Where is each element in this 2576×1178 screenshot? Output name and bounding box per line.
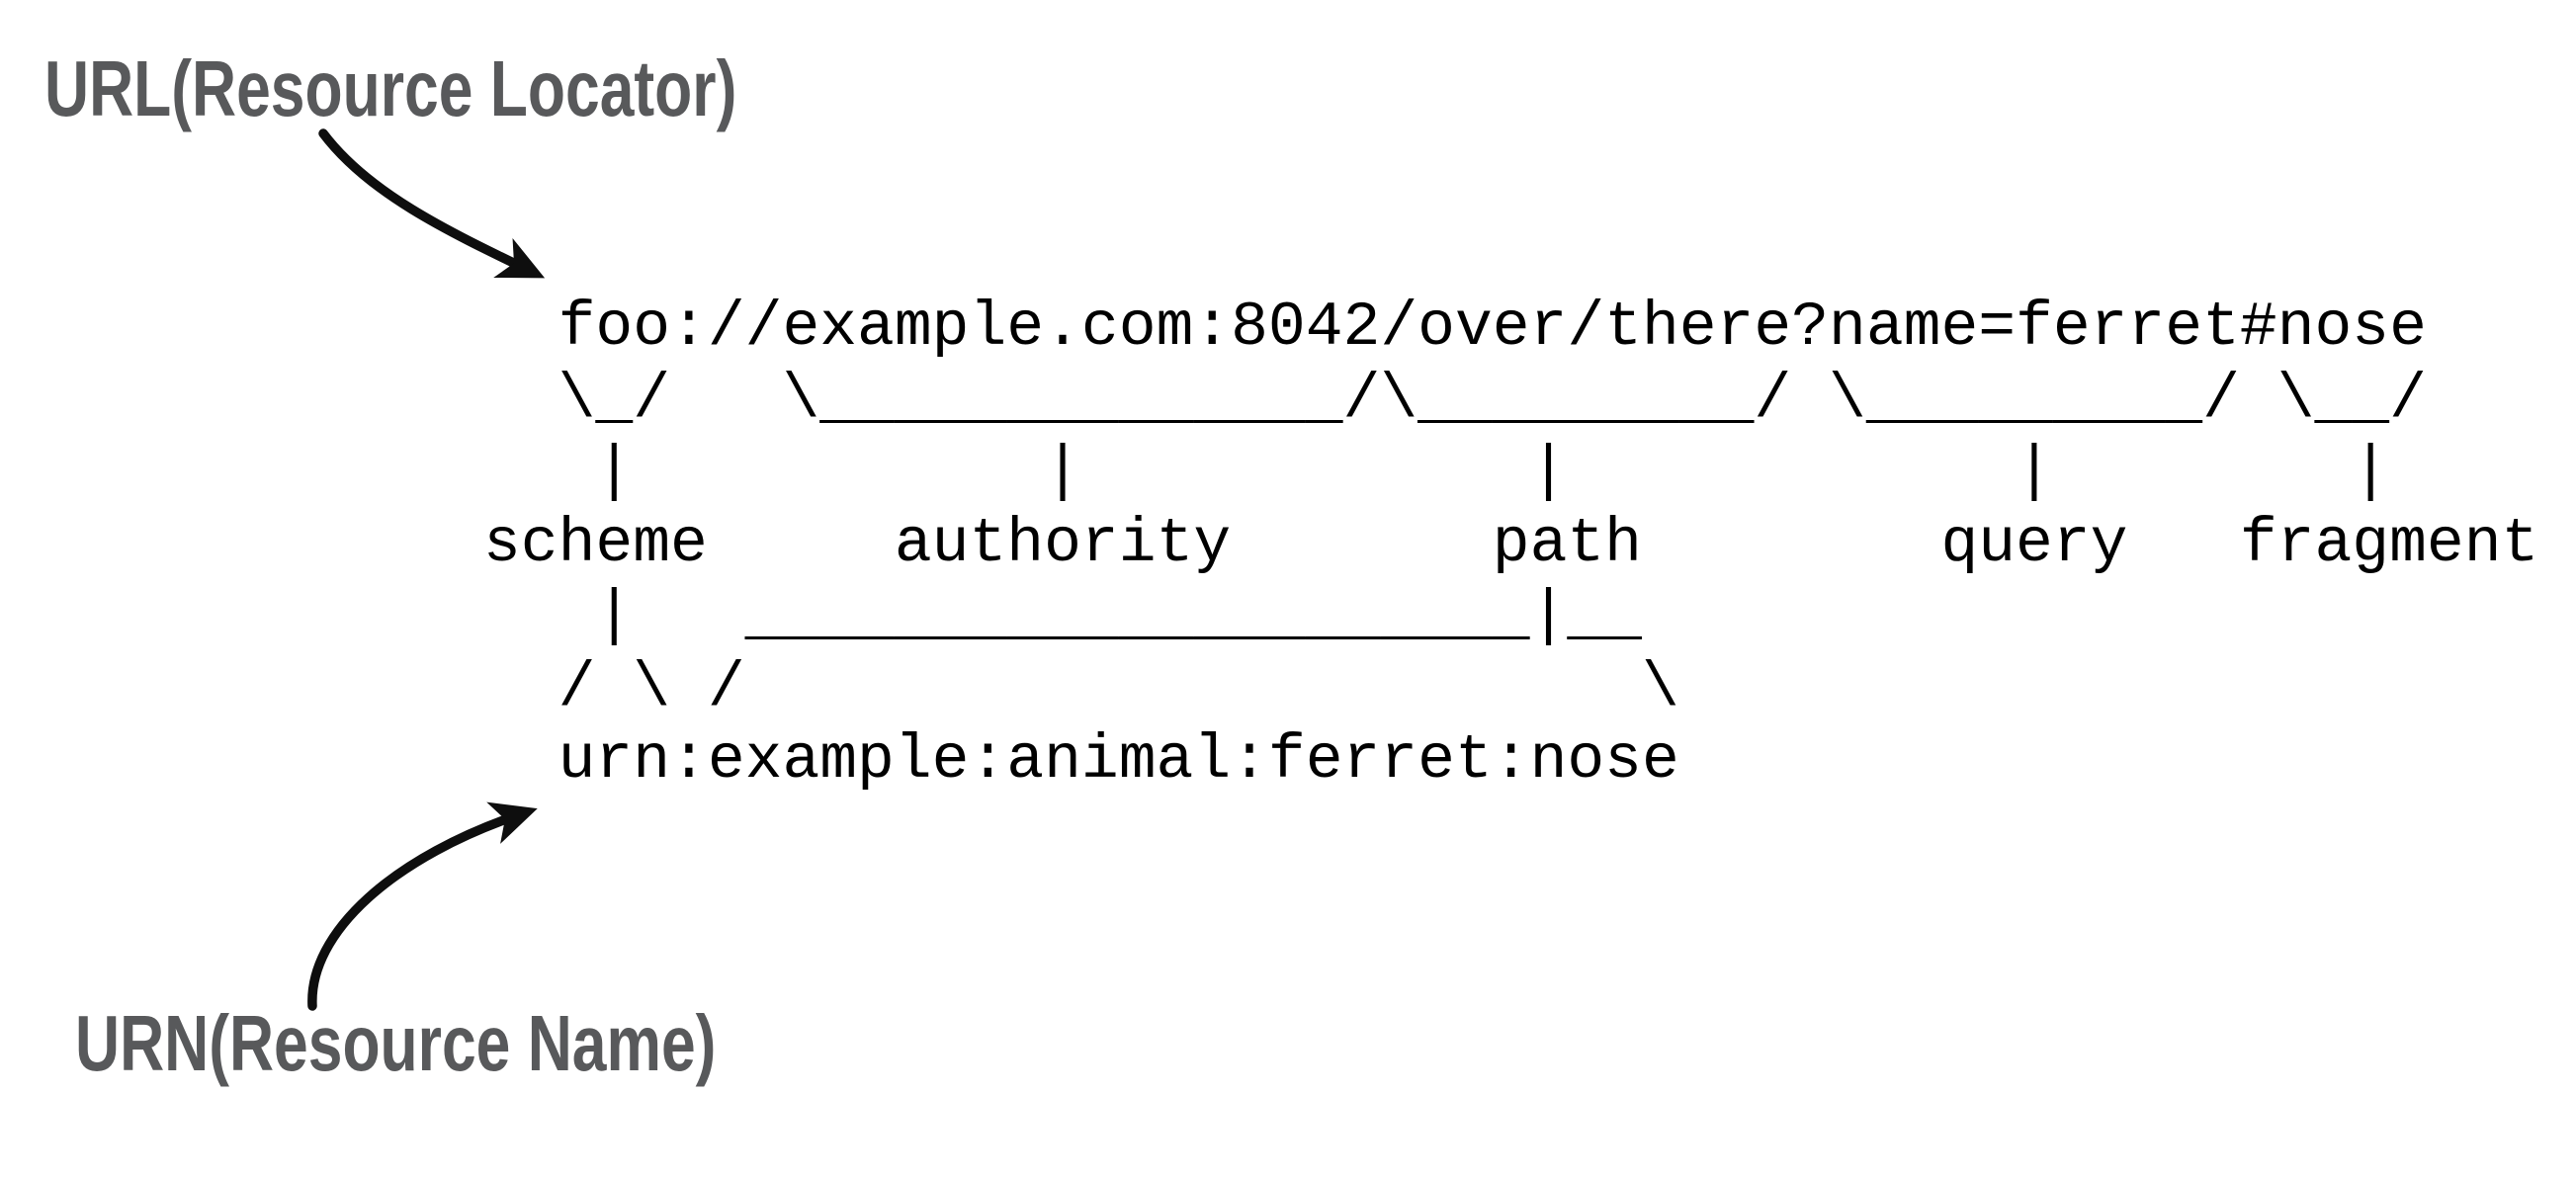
url-label: URL(Resource Locator)	[44, 44, 737, 132]
url-arrow-icon	[318, 128, 546, 279]
urn-label: URN(Resource Name)	[75, 999, 717, 1087]
url-example-line: foo://example.com:8042/over/there?name=f…	[483, 293, 2427, 363]
url-pipes-line: | | | | |	[483, 437, 2390, 507]
url-braces-line: \_/ \______________/\_________/ \_______…	[483, 365, 2427, 435]
urn-overlap-line: | _____________________|__	[483, 581, 1642, 651]
uri-ascii-diagram: foo://example.com:8042/over/there?name=f…	[483, 292, 2538, 797]
urn-braces-line: / \ / \	[483, 653, 1679, 723]
urn-arrow-icon	[307, 801, 538, 1011]
component-labels-line: scheme authority path query fragment	[483, 509, 2539, 579]
urn-example-line: urn:example:animal:ferret:nose	[483, 725, 1679, 796]
